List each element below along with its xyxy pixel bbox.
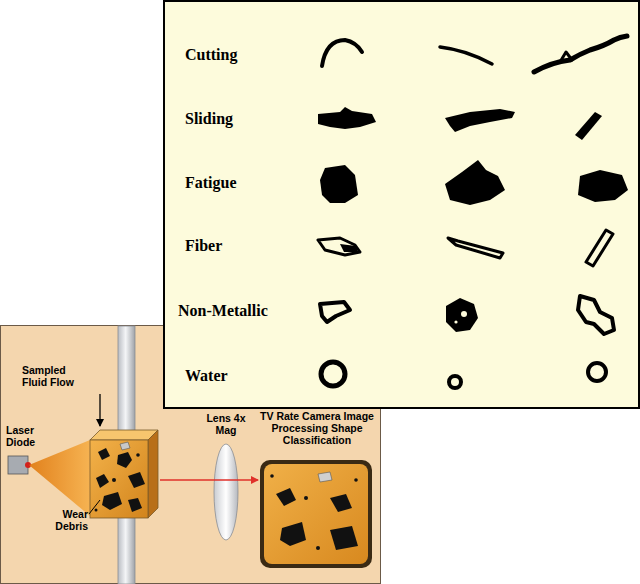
part-label: Lens 4x Mag [200,412,252,436]
category-label: Water [185,367,315,385]
category-label: Sliding [185,110,315,128]
category-label: Fatigue [185,174,315,192]
category-label: Non-Metallic [178,302,308,320]
camera-label: TV Rate Camera Image Processing Shape Cl… [256,410,378,446]
particle-panel [164,1,639,408]
category-label: Fiber [185,237,315,255]
part-label: Wear Debris [44,508,88,532]
flow-label: Sampled Fluid Flow [22,364,82,388]
part-label: Laser Diode [6,424,46,448]
category-label: Cutting [185,46,315,64]
